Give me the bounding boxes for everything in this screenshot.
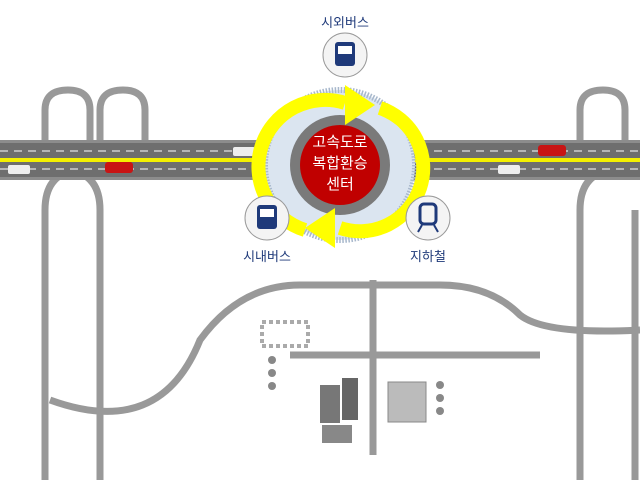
local-roads xyxy=(48,280,640,455)
hub-label: 고속도로 복합환승 센터 xyxy=(307,132,373,195)
buildings xyxy=(260,320,444,443)
hub-label-line: 복합환승 xyxy=(312,154,368,172)
subway-label: 지하철 xyxy=(410,250,446,265)
red-bus xyxy=(538,145,566,156)
white-car xyxy=(8,165,30,174)
train-icon xyxy=(405,195,451,241)
red-bus xyxy=(105,162,133,173)
white-car xyxy=(233,147,255,156)
arrow-head xyxy=(305,208,335,248)
bus-icon xyxy=(322,32,368,78)
arrow-head xyxy=(345,85,375,125)
white-car xyxy=(498,165,520,174)
intercity-bus-label: 시외버스 xyxy=(321,16,369,31)
hub-center xyxy=(300,125,380,205)
hub-label-line: 고속도로 xyxy=(312,133,368,151)
city-bus-label: 시내버스 xyxy=(243,250,291,265)
bus-icon xyxy=(244,195,290,241)
hub-label-line: 센터 xyxy=(326,175,354,193)
